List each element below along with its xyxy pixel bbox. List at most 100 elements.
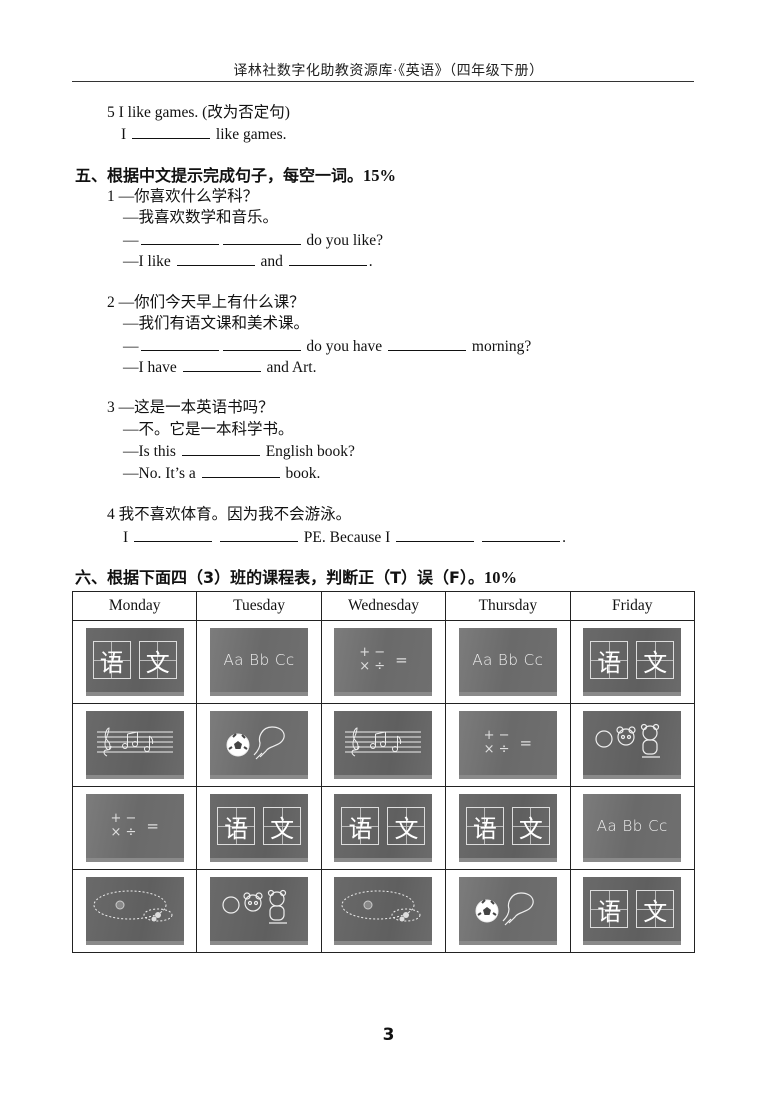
answer-blank[interactable] bbox=[388, 336, 467, 351]
equals-symbol: = bbox=[146, 817, 159, 835]
char-box: 文 bbox=[636, 641, 675, 679]
text: I bbox=[121, 126, 127, 143]
answer-blank[interactable] bbox=[132, 124, 211, 139]
section-title-text: 六、根据下面四（3）班的课程表，判断正（T）误（F）。 bbox=[75, 568, 484, 587]
text: I bbox=[123, 529, 129, 546]
char-box: 语 bbox=[92, 641, 131, 679]
answer-blank[interactable] bbox=[288, 251, 367, 266]
text: —No. It’s a bbox=[123, 465, 196, 482]
equals-symbol: = bbox=[519, 734, 533, 752]
answer-blank[interactable] bbox=[396, 527, 475, 542]
board-chinese: 语文 bbox=[583, 877, 682, 945]
char-box: 语 bbox=[341, 807, 380, 845]
answer-blank[interactable] bbox=[201, 463, 280, 478]
timetable-cell bbox=[320, 703, 447, 787]
section-6-title: 六、根据下面四（3）班的课程表，判断正（T）误（F）。10% bbox=[75, 568, 517, 588]
answer-blank[interactable] bbox=[181, 441, 260, 456]
timetable-cell: 语文 bbox=[445, 786, 571, 870]
char-box: 文 bbox=[511, 807, 550, 845]
solar-orbit-icon bbox=[338, 885, 428, 934]
text: — bbox=[123, 338, 139, 355]
char-box: 文 bbox=[636, 890, 675, 928]
answer-blank[interactable] bbox=[140, 336, 219, 351]
music-staff-icon bbox=[343, 724, 423, 763]
day-header: Monday bbox=[71, 591, 198, 621]
text: do you have bbox=[306, 338, 383, 355]
day-header: Tuesday bbox=[196, 591, 322, 621]
math-symbols: + −× ÷ bbox=[110, 811, 137, 840]
panda-drawing-icon bbox=[592, 719, 672, 768]
board-english: Aa Bb Cc bbox=[583, 794, 682, 862]
math-symbols: + −× ÷ bbox=[359, 645, 386, 674]
answer-blank[interactable] bbox=[182, 357, 261, 372]
s5-q4-en: I PE. Because I . bbox=[123, 527, 566, 548]
answer-blank[interactable] bbox=[176, 251, 255, 266]
text: book. bbox=[285, 465, 321, 482]
equals-symbol: = bbox=[395, 651, 408, 669]
board-science bbox=[334, 877, 433, 945]
board-pe bbox=[210, 711, 309, 779]
text: — bbox=[123, 232, 139, 249]
s5-q1-cn2: —我喜欢数学和音乐。 bbox=[123, 209, 279, 226]
q5-answer-line: I like games. bbox=[121, 124, 287, 145]
alphabet-text: Aa Bb Cc bbox=[596, 817, 668, 835]
text: English book? bbox=[265, 443, 355, 460]
timetable-cell: Aa Bb Cc bbox=[445, 620, 571, 704]
timetable-cell bbox=[320, 869, 447, 953]
q5-prompt: 5 I like games. (改为否定句) bbox=[107, 104, 290, 121]
s5-q1-cn1: 1 —你喜欢什么学科？ bbox=[107, 187, 258, 207]
q-num: 2 bbox=[107, 294, 115, 311]
timetable-cell: Aa Bb Cc bbox=[196, 620, 322, 704]
answer-blank[interactable] bbox=[222, 336, 301, 351]
board-maths: + −× ÷ = bbox=[334, 628, 433, 696]
s5-q2-cn2: —我们有语文课和美术课。 bbox=[123, 315, 310, 332]
s5-q2-en1: — do you have morning? bbox=[123, 336, 531, 357]
answer-blank[interactable] bbox=[134, 527, 213, 542]
section-title-text: 五、根据中文提示完成句子，每空一词。 bbox=[75, 166, 364, 185]
answer-blank[interactable] bbox=[222, 230, 301, 245]
timetable-cell bbox=[71, 703, 198, 787]
text: —I like bbox=[123, 253, 171, 270]
timetable-cell: 语文 bbox=[569, 869, 696, 953]
board-maths: + −× ÷= bbox=[458, 711, 557, 779]
s5-q3-cn2: —不。它是一本科学书。 bbox=[123, 421, 294, 438]
section-score: 10% bbox=[483, 568, 517, 587]
text: —I have bbox=[123, 359, 177, 376]
char-box: 语 bbox=[590, 641, 629, 679]
page-header-title: 译林社数字化助教资源库·《英语》（四年级下册） bbox=[233, 64, 544, 79]
text: do you like? bbox=[306, 232, 383, 249]
timetable-cell: Aa Bb Cc bbox=[569, 786, 696, 870]
q-num: 3 bbox=[107, 399, 115, 416]
timetable-cell: + −× ÷ = bbox=[320, 620, 447, 704]
text: 我不喜欢体育。因为我不会游泳。 bbox=[118, 506, 352, 523]
char-box: 文 bbox=[263, 807, 302, 845]
char-box: 语 bbox=[465, 807, 504, 845]
s5-q3-cn1: 3 —这是一本英语书吗？ bbox=[107, 398, 274, 418]
alphabet-text: Aa Bb Cc bbox=[223, 651, 295, 669]
char-box: 文 bbox=[138, 641, 177, 679]
music-staff-icon bbox=[95, 724, 175, 763]
header-rule bbox=[72, 81, 694, 82]
timetable-cell: + −× ÷ = bbox=[71, 786, 198, 870]
s5-q3-en2: —No. It’s a book. bbox=[123, 463, 320, 484]
text: —Is this bbox=[123, 443, 176, 460]
s5-q2-en2: —I have and Art. bbox=[123, 357, 316, 378]
panda-drawing-icon bbox=[219, 885, 299, 934]
solar-orbit-icon bbox=[90, 885, 180, 934]
board-chinese: 语文 bbox=[85, 628, 184, 696]
board-art bbox=[210, 877, 309, 945]
char-box: 文 bbox=[387, 807, 426, 845]
board-music bbox=[334, 711, 433, 779]
day-header: Wednesday bbox=[320, 591, 447, 621]
timetable-cell bbox=[196, 703, 322, 787]
board-chinese: 语文 bbox=[458, 794, 557, 862]
answer-blank[interactable] bbox=[140, 230, 219, 245]
text: like games. bbox=[215, 126, 287, 143]
board-english: Aa Bb Cc bbox=[210, 628, 309, 696]
text: . bbox=[562, 529, 566, 546]
board-science bbox=[85, 877, 184, 945]
answer-blank[interactable] bbox=[482, 527, 561, 542]
answer-blank[interactable] bbox=[219, 527, 298, 542]
board-english: Aa Bb Cc bbox=[458, 628, 557, 696]
